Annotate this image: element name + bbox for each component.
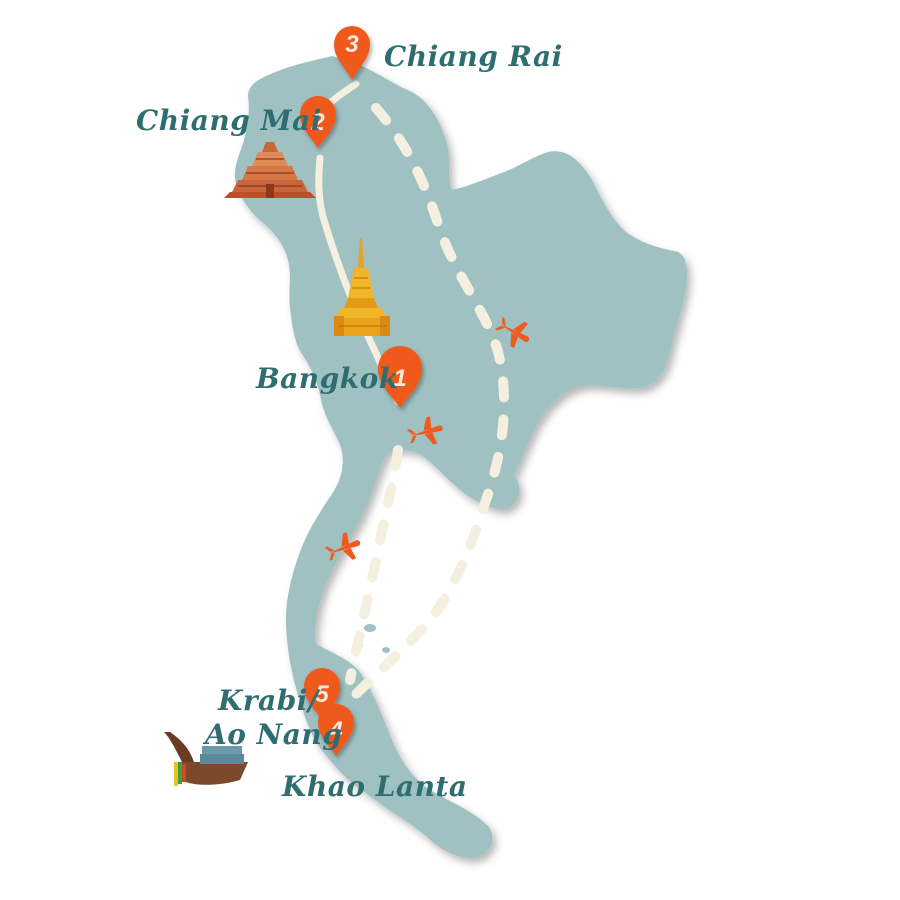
- label-krabi: Krabi/: [217, 684, 321, 717]
- label-bangkok: Bangkok: [255, 362, 399, 395]
- label-khao-lanta: Khao Lanta: [281, 770, 468, 803]
- pin-number: 4: [328, 717, 342, 744]
- pin-chiang-rai[interactable]: 3: [334, 26, 370, 80]
- pin-number: 3: [345, 31, 359, 58]
- temple-icon: [224, 142, 316, 198]
- pin-chiang-mai[interactable]: 2: [300, 96, 336, 148]
- pin-khao-lanta[interactable]: 4: [318, 704, 354, 756]
- label-ao-nang: Ao Nang: [202, 718, 342, 751]
- pin-number: 5: [315, 681, 329, 708]
- plane-icon: [324, 316, 530, 561]
- pin-number: 2: [310, 109, 325, 136]
- thailand-land: [234, 56, 688, 858]
- pin-number: 1: [393, 365, 406, 392]
- longtail-boat-icon: [164, 732, 248, 786]
- golden-stupa-icon: [334, 238, 390, 336]
- label-chiang-rai: Chiang Rai: [384, 40, 563, 73]
- route-flight-north: [345, 103, 510, 705]
- label-chiang-mai: Chiang Mai: [136, 104, 322, 137]
- pin-bangkok[interactable]: 1: [378, 346, 422, 408]
- route-flight-south: [345, 445, 403, 685]
